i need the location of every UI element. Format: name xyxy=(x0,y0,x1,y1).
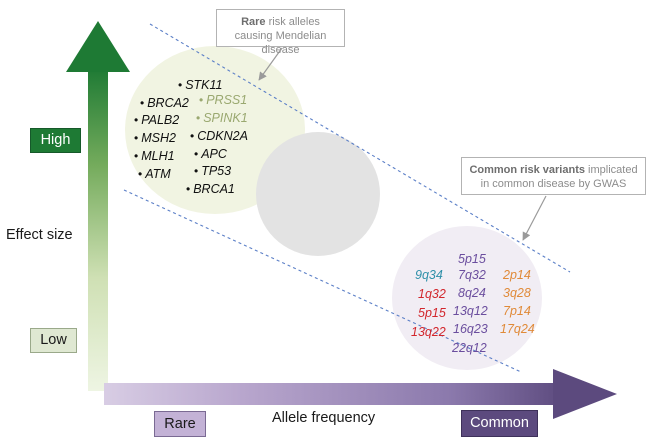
intermediate-variants-circle xyxy=(256,132,380,256)
bullet-icon: • xyxy=(134,113,139,127)
gene-name: STK11 xyxy=(185,78,223,92)
bullet-icon: • xyxy=(199,93,204,107)
gene-name: PALB2 xyxy=(141,113,180,127)
gene-label: •TP53 xyxy=(194,164,231,178)
callout-rare-emphasis: Rare xyxy=(241,16,266,28)
gene-label: •SPINK1 xyxy=(196,111,248,125)
gene-label: •MLH1 xyxy=(134,149,175,163)
locus-label: 16q23 xyxy=(453,322,488,336)
y-axis-label: Effect size xyxy=(6,227,73,243)
gene-name: APC xyxy=(201,147,227,161)
bullet-icon: • xyxy=(186,182,191,196)
common-callout-leader xyxy=(522,195,547,241)
x-axis-label: Allele frequency xyxy=(272,410,376,426)
callout-rare-alleles: Rare risk alleles causing Mendelian dise… xyxy=(216,9,345,56)
locus-label: 7q32 xyxy=(458,268,486,282)
callout-rare-text: risk alleles causing Mendelian disease xyxy=(234,16,327,56)
locus-label: 9q34 xyxy=(415,268,443,282)
gene-label: •APC xyxy=(194,147,227,161)
gene-name: TP53 xyxy=(201,164,232,178)
gene-name: BRCA1 xyxy=(193,182,235,196)
gene-name: CDKN2A xyxy=(197,129,248,143)
gene-label: •CDKN2A xyxy=(190,129,248,143)
allele-frequency-common-tag: Common xyxy=(461,410,538,437)
gene-label: •STK11 xyxy=(178,78,223,92)
gene-label: •PRSS1 xyxy=(199,93,247,107)
bullet-icon: • xyxy=(190,129,195,143)
allele-frequency-rare-tag: Rare xyxy=(154,411,206,437)
gene-name: PRSS1 xyxy=(206,93,248,107)
callout-common-emphasis: Common risk variants xyxy=(469,164,585,176)
common-variants-circle xyxy=(392,226,542,370)
gene-label: •BRCA2 xyxy=(140,96,189,110)
allele-frequency-axis-arrow xyxy=(104,369,617,419)
locus-label: 13q12 xyxy=(453,304,488,318)
gene-name: ATM xyxy=(145,167,171,181)
locus-label: 1q32 xyxy=(418,287,446,301)
gene-name: MLH1 xyxy=(141,149,175,163)
bullet-icon: • xyxy=(196,111,201,125)
locus-label: 2p14 xyxy=(503,268,531,282)
locus-label: 22q12 xyxy=(452,341,487,355)
locus-label: 7p14 xyxy=(503,304,531,318)
effect-size-high-tag: High xyxy=(30,128,81,153)
bullet-icon: • xyxy=(178,78,183,92)
locus-label: 3q28 xyxy=(503,286,531,300)
locus-label: 13q22 xyxy=(411,325,446,339)
gene-label: •MSH2 xyxy=(134,131,176,145)
locus-label: 17q24 xyxy=(500,322,535,336)
callout-common-variants: Common risk variants implicated in commo… xyxy=(461,157,646,195)
effect-size-low-tag: Low xyxy=(30,328,77,353)
lower-dashed-guide xyxy=(123,189,522,373)
rare-variants-circle xyxy=(125,46,305,214)
rare-callout-leader xyxy=(258,47,283,81)
gene-label: •ATM xyxy=(138,167,171,181)
bullet-icon: • xyxy=(194,147,199,161)
gene-label: •BRCA1 xyxy=(186,182,235,196)
gene-name: BRCA2 xyxy=(147,96,189,110)
bullet-icon: • xyxy=(138,167,143,181)
gene-label: •PALB2 xyxy=(134,113,179,127)
locus-label: 5p15 xyxy=(418,306,446,320)
gene-name: MSH2 xyxy=(141,131,176,145)
locus-label: 8q24 xyxy=(458,286,486,300)
gene-name: SPINK1 xyxy=(203,111,248,125)
bullet-icon: • xyxy=(134,131,139,145)
callout-common-text: implicated in common disease by GWAS xyxy=(480,164,638,190)
bullet-icon: • xyxy=(134,149,139,163)
bullet-icon: • xyxy=(194,164,199,178)
effect-size-axis-arrow xyxy=(66,21,130,391)
bullet-icon: • xyxy=(140,96,145,110)
locus-label: 5p15 xyxy=(458,252,486,266)
